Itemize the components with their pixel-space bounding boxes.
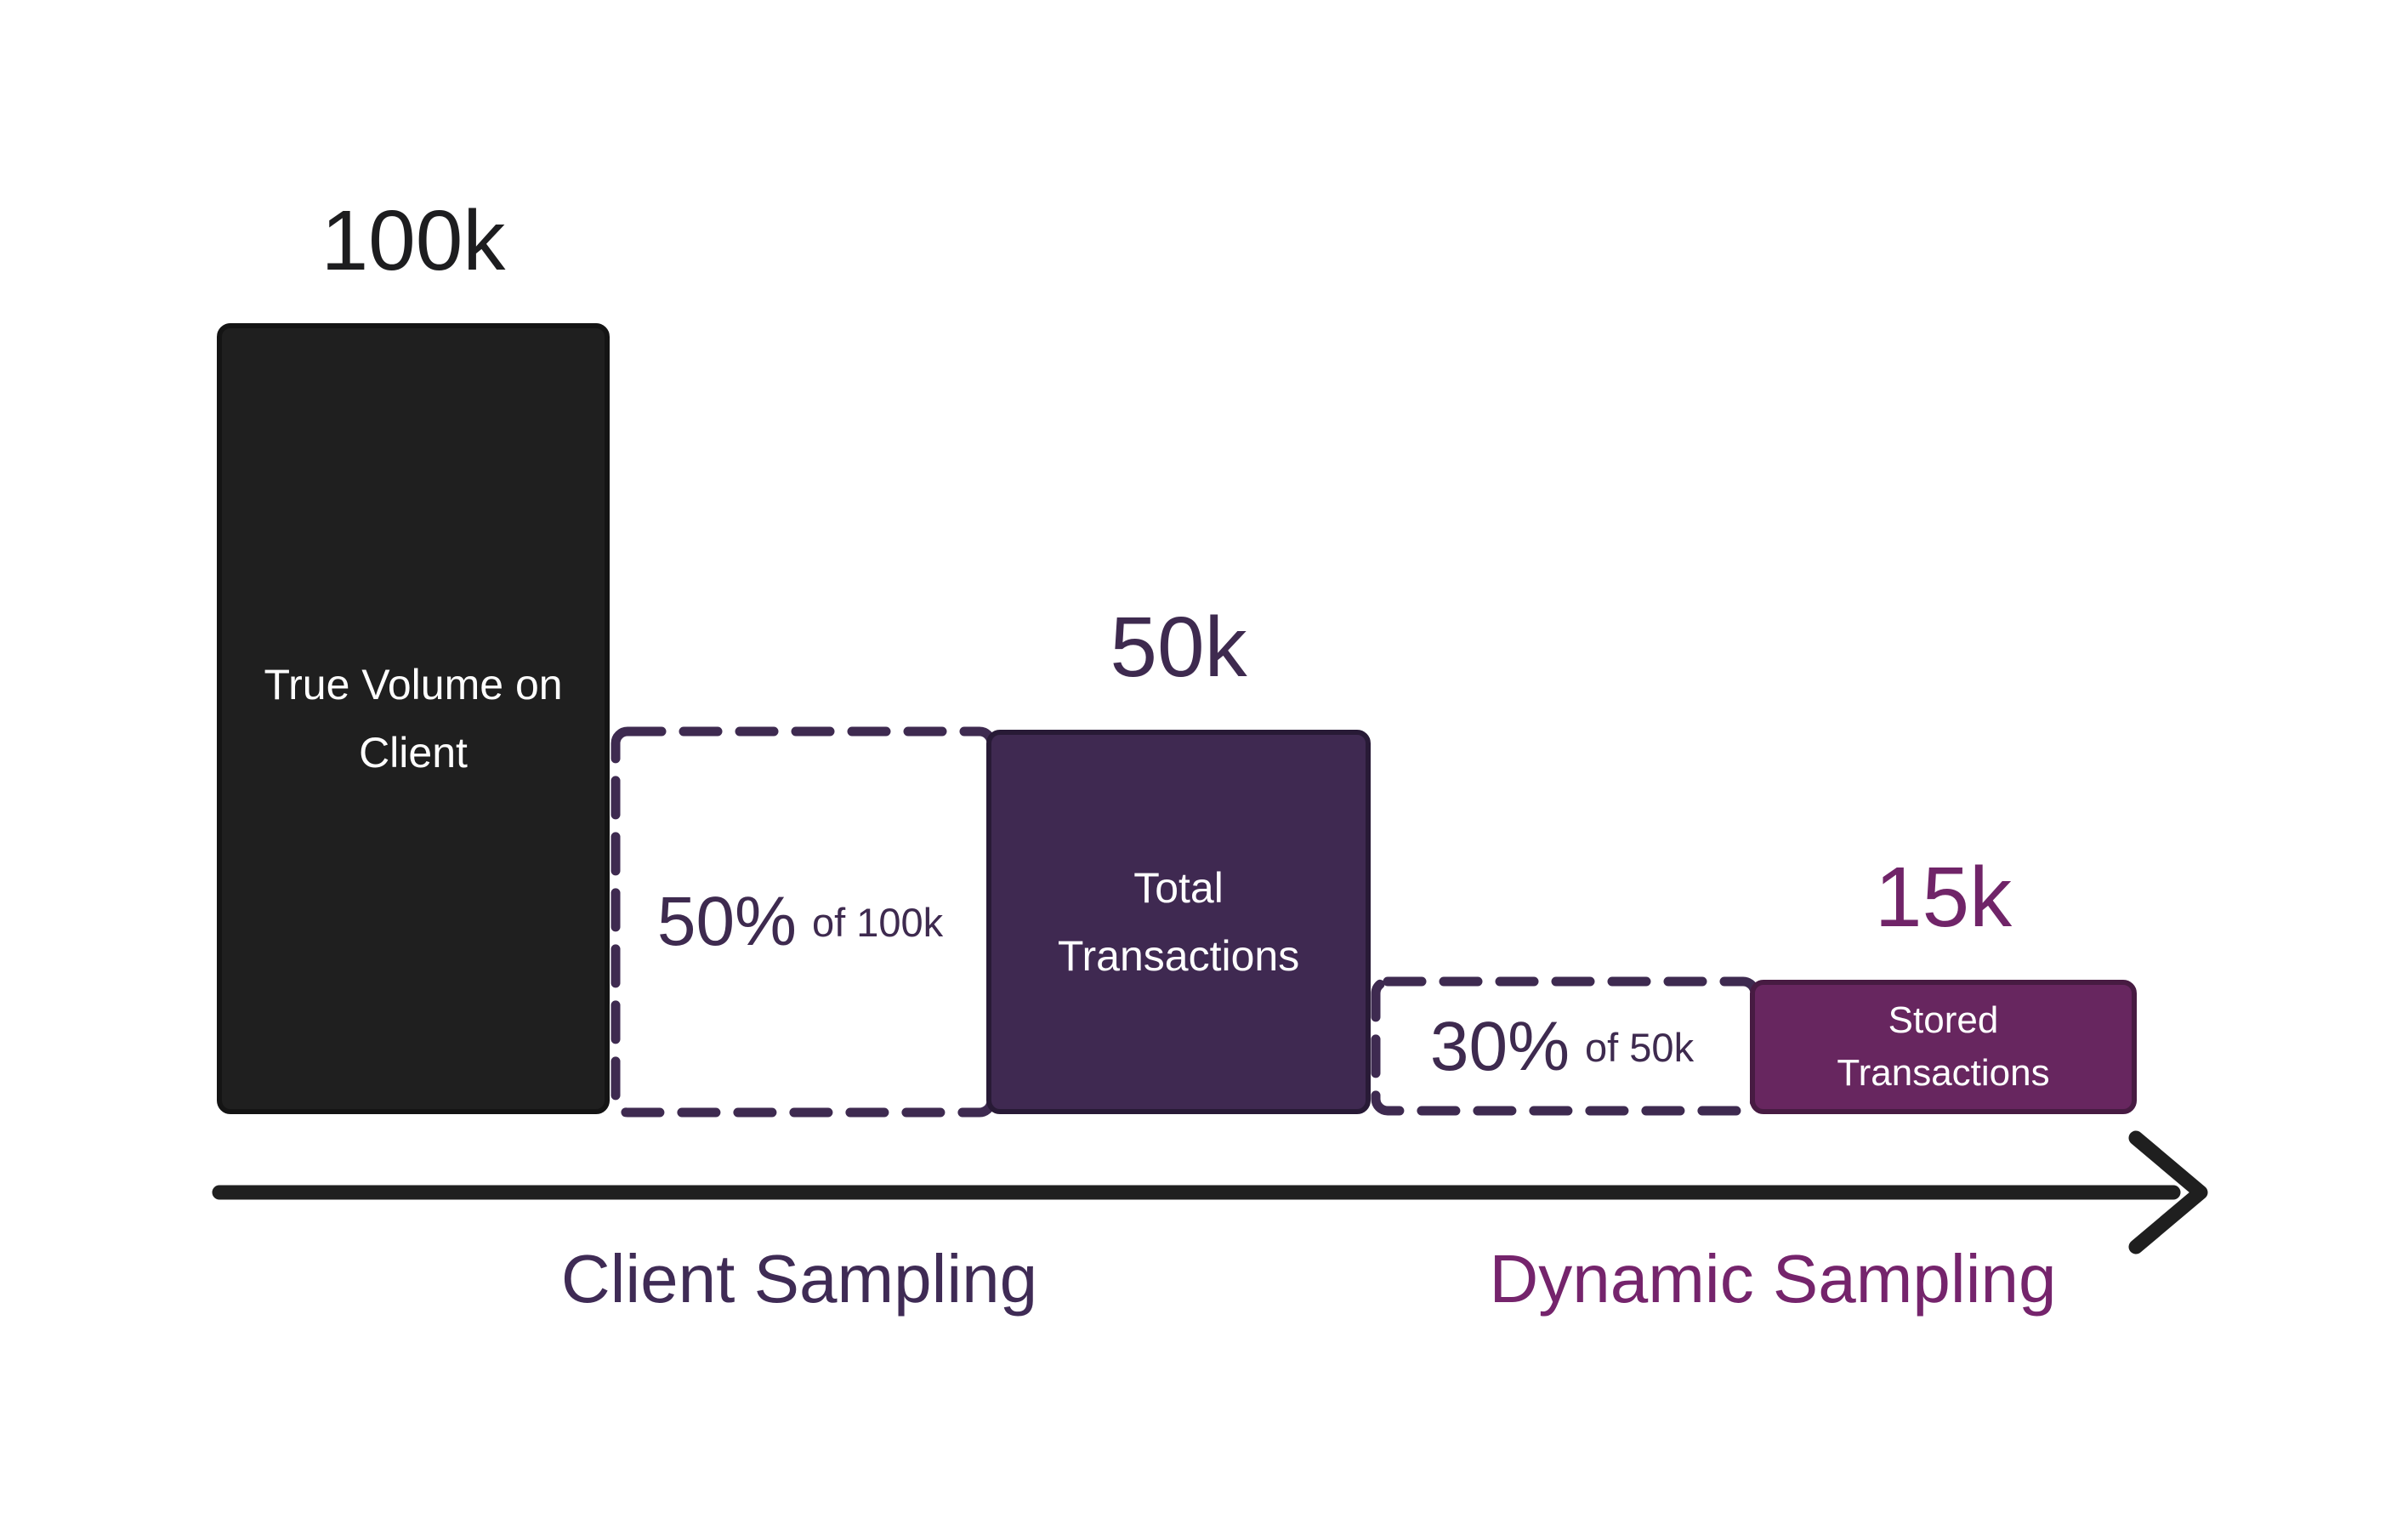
client-sampling-label: Client Sampling <box>560 1241 1038 1317</box>
dynamic-sampling-label: Dynamic Sampling <box>1489 1241 2057 1317</box>
stored-transactions-bar-label: Stored Transactions <box>1837 999 2050 1094</box>
stored-transactions-value-label: 15k <box>1874 850 2013 945</box>
true-volume-bar-label: True Volume on Client <box>264 661 563 777</box>
client-sampling-rate-text: 50% of 100k <box>609 730 991 1114</box>
dynamic-sampling-percent: 30% <box>1429 1008 1570 1085</box>
total-transactions-value-label: 50k <box>1110 600 1247 695</box>
client-sampling-of-text: of 100k <box>811 899 944 945</box>
client-sampling-rate-box <box>611 726 997 1118</box>
true-volume-value-label: 100k <box>321 193 506 288</box>
dynamic-sampling-rate-text: 30% of 50k <box>1371 980 1753 1114</box>
client-sampling-percent: 50% <box>656 883 797 960</box>
true-volume-bar: True Volume on Client <box>217 323 610 1114</box>
total-transactions-bar: Total Transactions <box>986 730 1371 1114</box>
dynamic-sampling-of-text: of 50k <box>1585 1024 1695 1070</box>
total-transactions-bar-label: Total Transactions <box>1057 864 1300 980</box>
flow-arrowhead-icon <box>2128 1130 2208 1254</box>
stored-transactions-bar: Stored Transactions <box>1750 980 2137 1114</box>
